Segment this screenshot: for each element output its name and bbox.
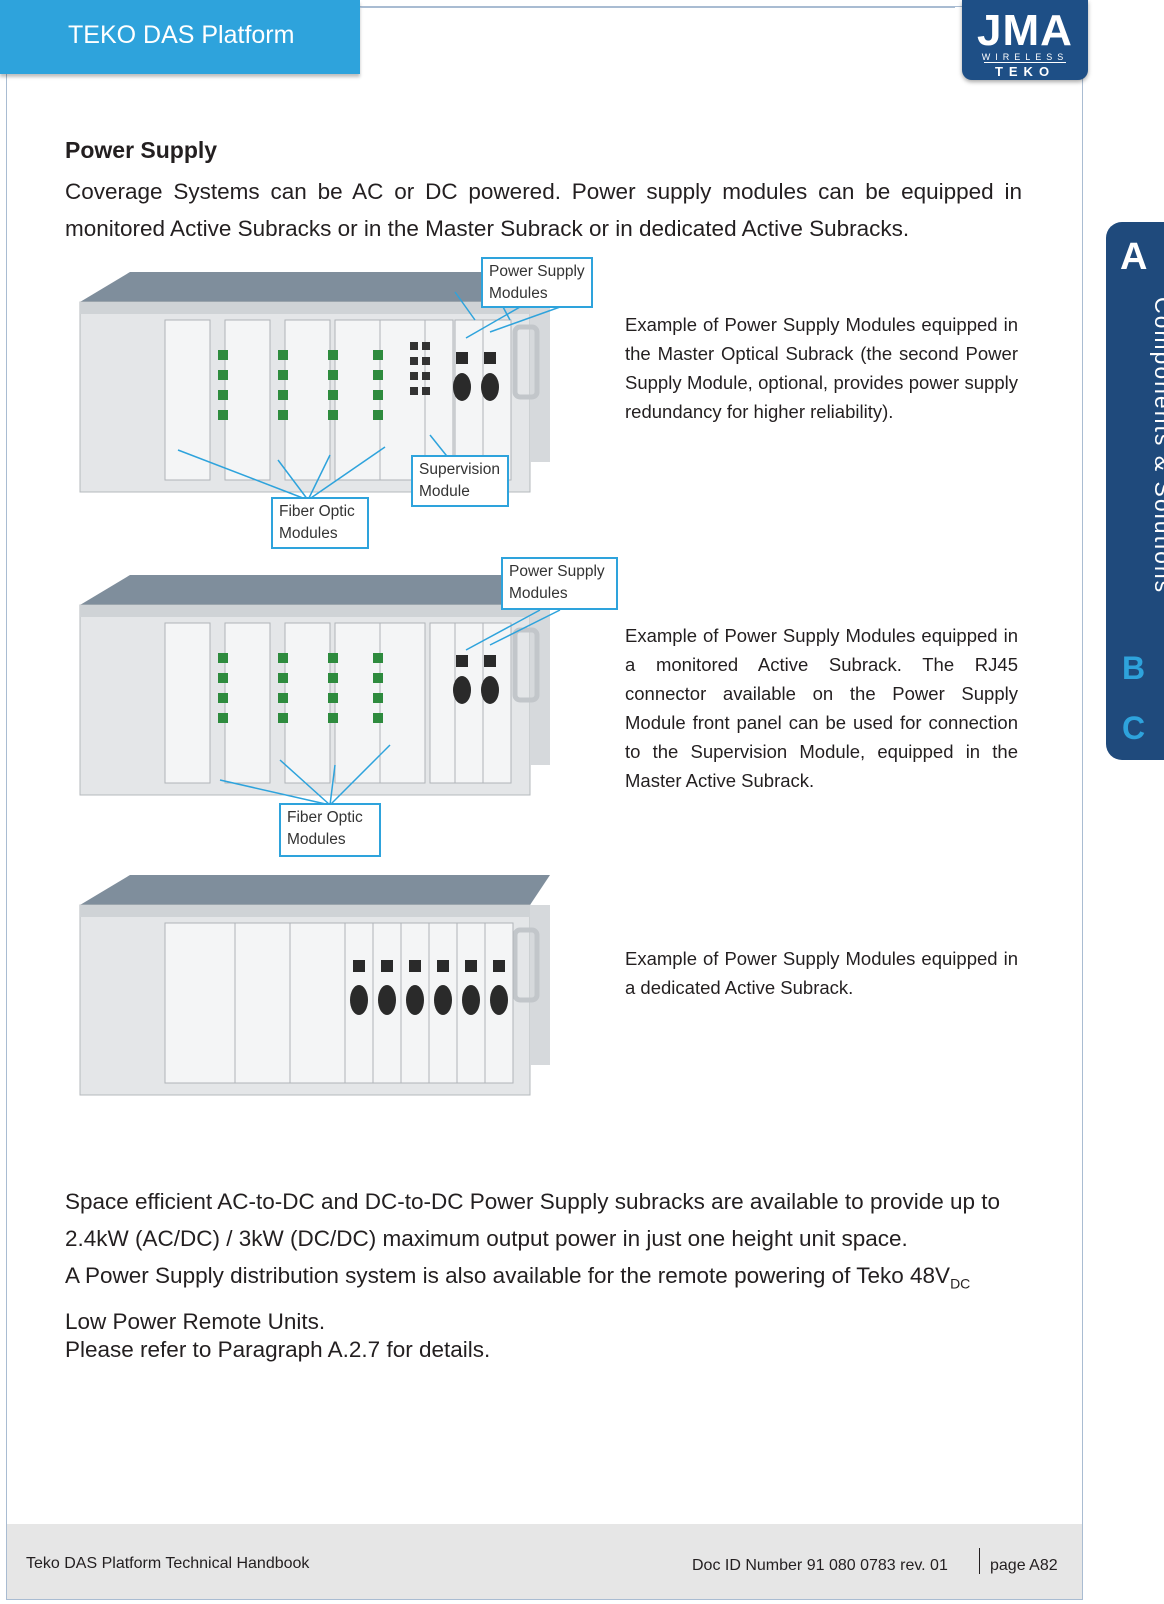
footer-handbook-title: Teko DAS Platform Technical Handbook	[26, 1555, 310, 1572]
fig2-power-supply-label: Power Supply Modules	[501, 557, 618, 610]
header-tab: TEKO DAS Platform	[0, 0, 360, 74]
logo-wireless: WIRELESS	[981, 52, 1069, 62]
fig1-caption: Example of Power Supply Modules equipped…	[625, 314, 1018, 422]
jma-teko-logo: JMA WIRELESS TEKO	[962, 0, 1088, 80]
body-paragraph-2-end: Low Power Remote Units.	[65, 1308, 326, 1334]
side-tab-letter-a[interactable]: A	[1120, 236, 1148, 278]
side-tab-letter-c[interactable]: C	[1122, 710, 1146, 746]
side-tab-section-name: Components & Solutions	[1150, 297, 1164, 595]
master-subrack-image	[79, 272, 550, 493]
fig2-caption: Example of Power Supply Modules equipped…	[625, 625, 1018, 791]
footer-page-number: page A82	[990, 1557, 1058, 1574]
footer-doc-id: Doc ID Number 91 080 0783 rev. 01	[692, 1557, 948, 1574]
body-paragraph-2-subscript: DC	[950, 1275, 971, 1292]
section-side-tab[interactable]	[1106, 222, 1164, 760]
fig1-supervision-label: Supervision Module	[411, 455, 509, 507]
page-frame	[6, 6, 1083, 1600]
intro-paragraph: Coverage Systems can be AC or DC powered…	[65, 179, 1022, 241]
page-title: Power Supply	[65, 137, 218, 163]
fig1-power-supply-label: Power Supply Modules	[481, 257, 593, 308]
dedicated-active-subrack-image	[79, 875, 550, 1096]
footer-bar	[7, 1524, 1082, 1599]
side-tab-letter-b[interactable]: B	[1122, 650, 1146, 686]
header-title: TEKO DAS Platform	[68, 21, 295, 49]
fig3-caption: Example of Power Supply Modules equipped…	[625, 948, 1018, 998]
fig2-fiber-optic-label: Fiber Optic Modules	[279, 803, 381, 857]
logo-teko: TEKO	[984, 62, 1066, 79]
logo-brand: JMA	[977, 6, 1073, 55]
footer-separator	[979, 1548, 980, 1574]
body-paragraph-2-main: A Power Supply distribution system is al…	[65, 1263, 951, 1288]
monitored-active-subrack-image	[79, 575, 550, 796]
body-paragraph-2: A Power Supply distribution system is al…	[65, 1257, 1022, 1340]
body-paragraph-1: Space efficient AC-to-DC and DC-to-DC Po…	[65, 1189, 1001, 1251]
body-paragraph-3: Please refer to Paragraph A.2.7 for deta…	[65, 1337, 491, 1362]
header-divider	[360, 7, 955, 8]
fig1-fiber-optic-label: Fiber Optic Modules	[271, 497, 369, 549]
